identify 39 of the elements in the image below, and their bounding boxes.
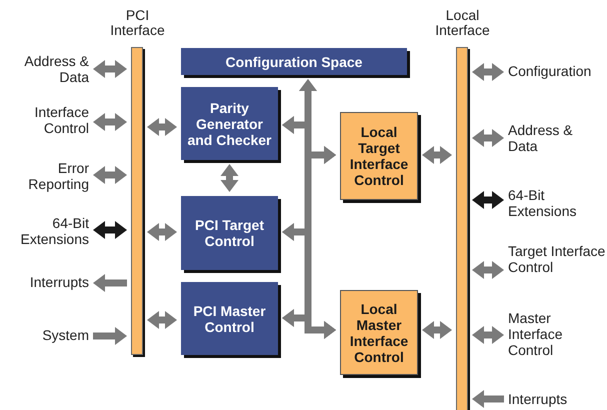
- signal-label: Error Reporting: [27, 160, 89, 192]
- signal-label: Target Interface Control: [508, 243, 606, 275]
- arrow: [93, 327, 127, 345]
- signal-label: System: [41, 327, 89, 343]
- signal-label: 64-Bit Extensions: [20, 215, 89, 247]
- arrow: [93, 221, 127, 239]
- arrow: [93, 113, 127, 131]
- signal-label: Master Interface Control: [508, 310, 564, 358]
- signal-label: Interrupts: [28, 274, 89, 290]
- arrow: [147, 223, 177, 241]
- process-box: PCI Master Control: [181, 282, 278, 355]
- arrow: [422, 321, 452, 339]
- arrow: [422, 146, 452, 164]
- interface-box: Local Master Interface Control: [340, 290, 418, 375]
- arrow: [147, 118, 177, 136]
- arrow: [472, 129, 504, 147]
- bus-label: PCI Interface: [109, 8, 166, 38]
- process-box: Configuration Space: [181, 48, 407, 75]
- arrow: [472, 191, 504, 209]
- signal-label: 64-Bit Extensions: [508, 187, 578, 219]
- arrow: [282, 309, 336, 339]
- arrow: [220, 164, 238, 192]
- interface-box: Local Target Interface Control: [340, 112, 418, 200]
- process-box: PCI Target Control: [181, 196, 278, 270]
- arrow: [93, 60, 127, 78]
- arrow: [472, 390, 504, 408]
- process-box: Parity Generator and Checker: [181, 87, 278, 160]
- bus-label: Local Interface: [434, 8, 491, 38]
- signal-label: Address & Data: [23, 53, 89, 85]
- arrow: [472, 326, 504, 344]
- arrow: [93, 166, 127, 184]
- signal-label: Configuration: [508, 63, 592, 79]
- arrow: [472, 261, 504, 279]
- signal-label: Address & Data: [508, 122, 574, 154]
- signal-label: Interrupts: [508, 391, 568, 407]
- arrow: [93, 274, 127, 292]
- arrow: [472, 63, 504, 81]
- arrow: [147, 311, 177, 329]
- signal-label: Interface Control: [34, 104, 89, 136]
